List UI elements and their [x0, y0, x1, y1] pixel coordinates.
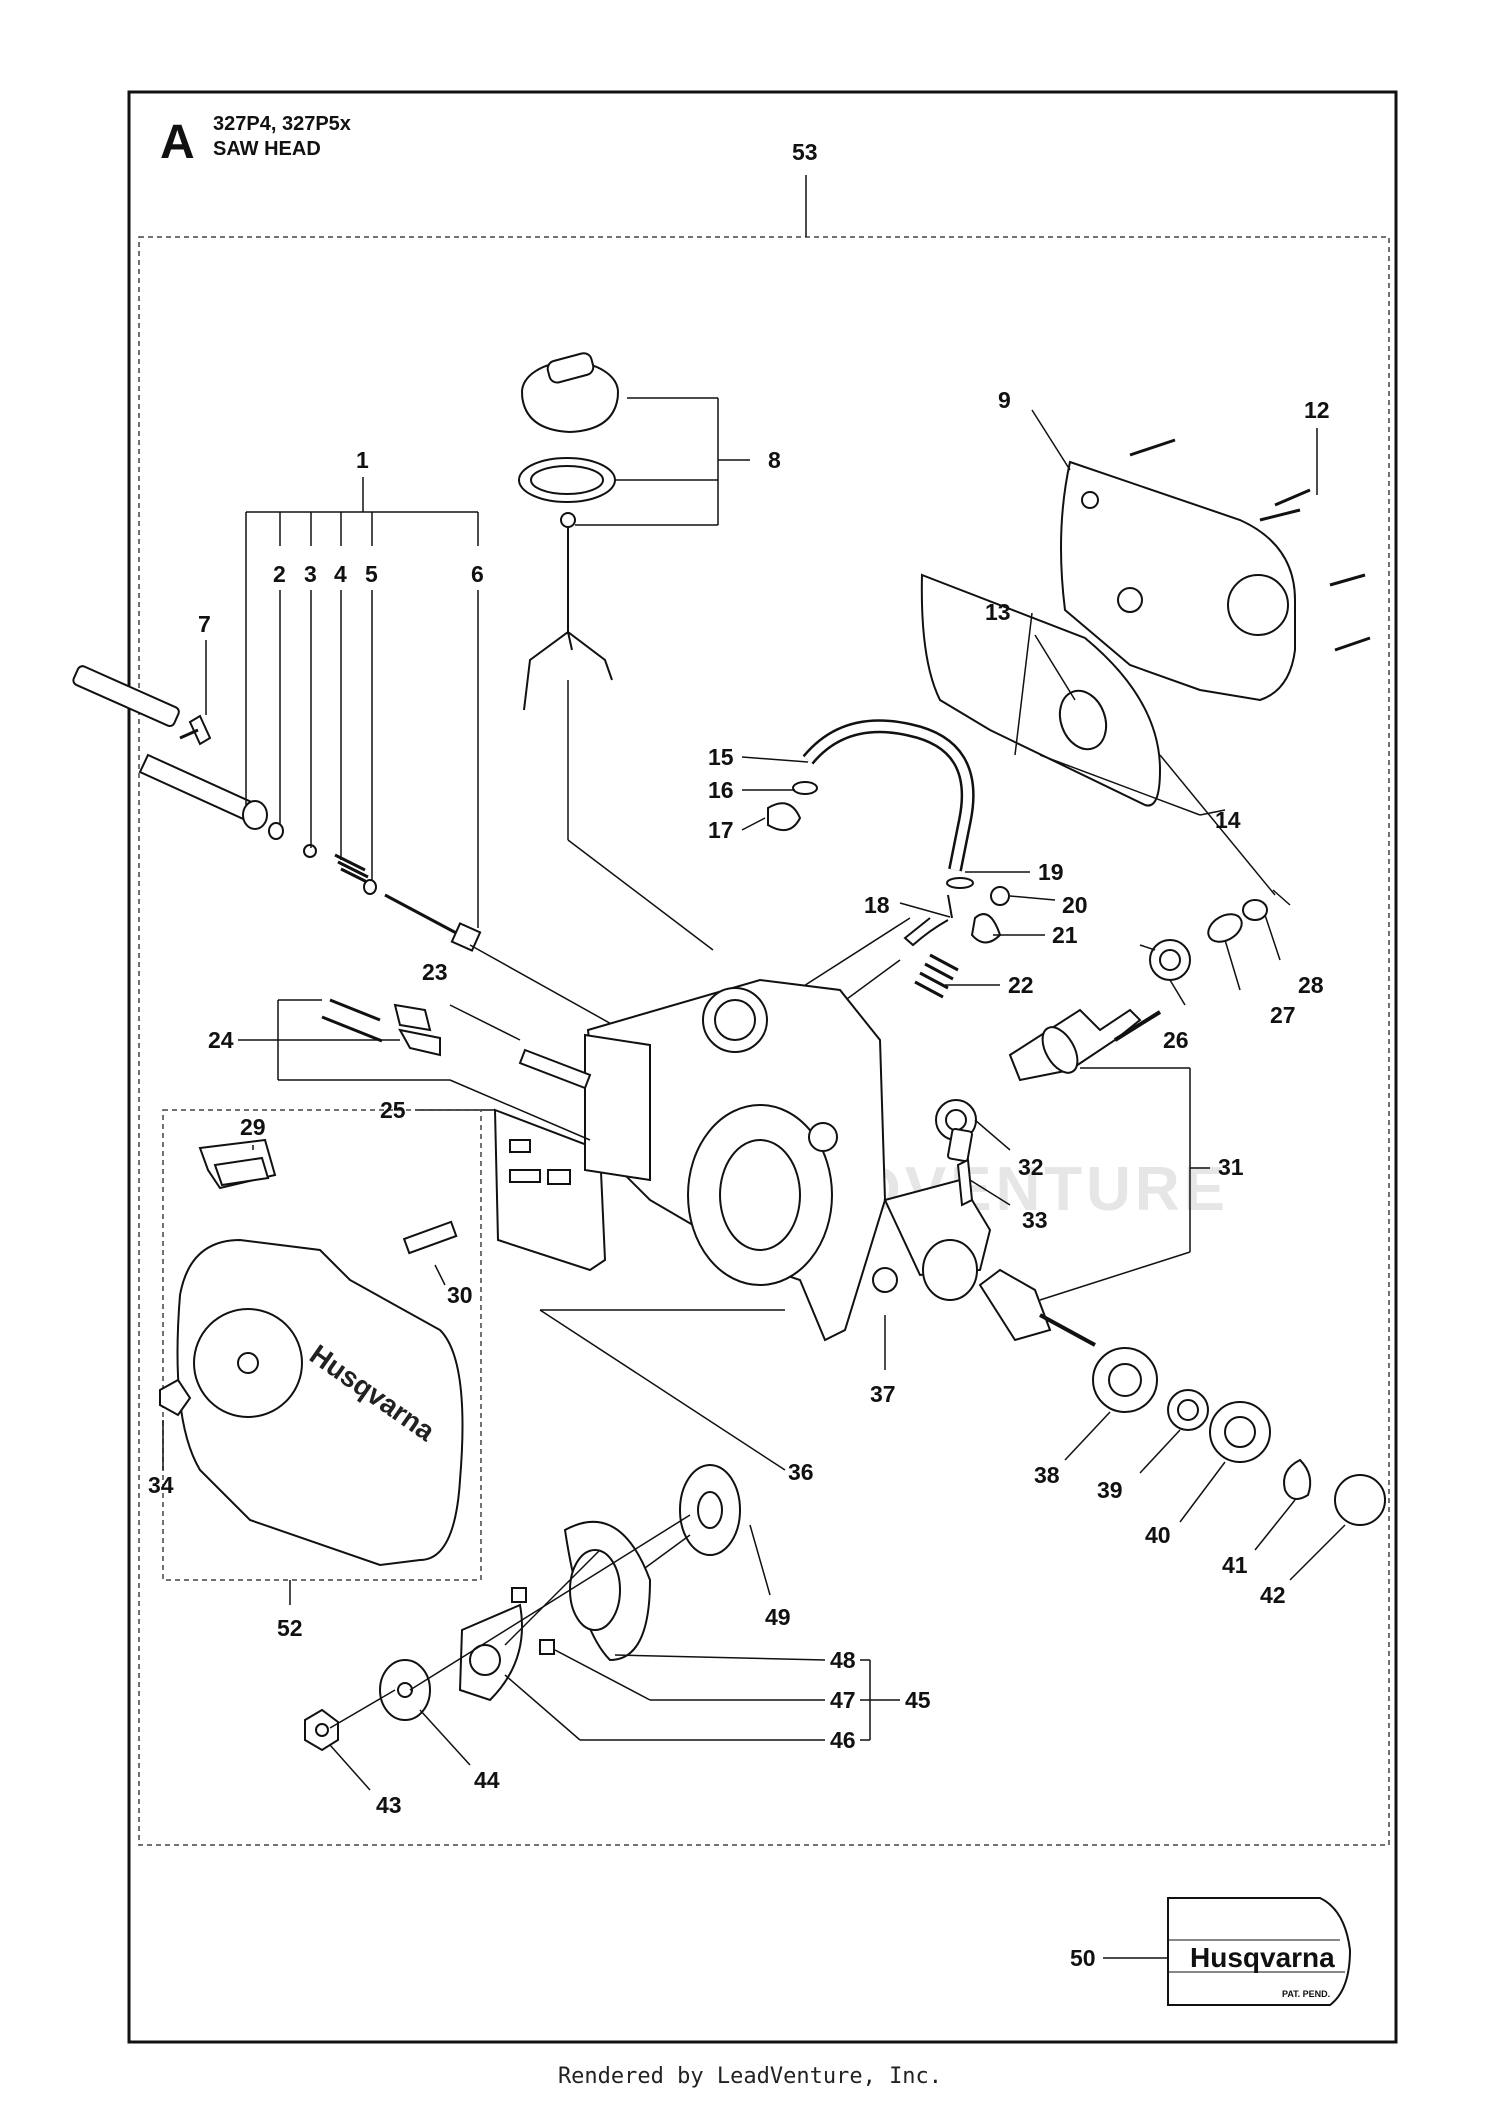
oil-cap-assembly — [518, 352, 619, 711]
assembly-boundary-53 — [138, 236, 1390, 1846]
callout-19: 19 — [1038, 859, 1064, 885]
shaft-bearings — [935, 899, 1268, 1207]
kit-boundary-52 — [162, 1109, 482, 1581]
callout-34: 34 — [148, 1472, 174, 1498]
callout-1: 1 — [356, 447, 369, 473]
callout-9: 9 — [998, 387, 1011, 413]
callout-17: 17 — [708, 817, 734, 843]
callout-39: 39 — [1097, 1477, 1123, 1503]
callout-50: 50 — [1070, 1945, 1096, 1971]
output-shaft — [978, 1268, 1386, 1526]
callout-15: 15 — [708, 744, 734, 770]
callout-labels: 53 1 2 3 4 5 6 7 8 9 12 13 14 15 16 17 1… — [148, 139, 1330, 1971]
callout-5: 5 — [365, 561, 378, 587]
callout-21: 21 — [1052, 922, 1078, 948]
callout-53: 53 — [792, 139, 818, 165]
callout-18: 18 — [864, 892, 890, 918]
callout-24: 24 — [208, 1027, 234, 1053]
callout-16: 16 — [708, 777, 734, 803]
callout-38: 38 — [1034, 1462, 1060, 1488]
decal-50: Husqvarna PAT. PEND. — [1167, 1897, 1352, 2006]
callout-14: 14 — [1215, 807, 1241, 833]
callout-2: 2 — [273, 561, 286, 587]
callout-25: 25 — [380, 1097, 406, 1123]
callout-32: 32 — [1018, 1154, 1044, 1180]
decal-brand-text: Husqvarna — [1190, 1942, 1335, 1973]
callout-4: 4 — [334, 561, 347, 587]
footer-credit: Rendered by LeadVenture, Inc. — [557, 2064, 943, 2089]
callout-8: 8 — [768, 447, 781, 473]
gear-cover — [1060, 460, 1296, 702]
outer-frame — [127, 90, 1398, 2044]
callout-12: 12 — [1304, 397, 1330, 423]
oil-hose-assembly — [767, 719, 1010, 999]
callout-45: 45 — [905, 1687, 931, 1713]
callout-52: 52 — [277, 1615, 303, 1641]
callout-30: 30 — [447, 1282, 473, 1308]
callout-33: 33 — [1022, 1207, 1048, 1233]
callout-23: 23 — [422, 959, 448, 985]
decal-patent-text: PAT. PEND. — [1282, 1989, 1330, 1999]
callout-28: 28 — [1298, 972, 1324, 998]
callout-36: 36 — [788, 1459, 814, 1485]
callout-26: 26 — [1163, 1027, 1189, 1053]
callout-3: 3 — [304, 561, 317, 587]
clutch-cover — [159, 1138, 464, 1567]
callout-42: 42 — [1260, 1582, 1286, 1608]
callout-7: 7 — [198, 611, 211, 637]
model-numbers: 327P4, 327P5x — [213, 113, 351, 135]
callout-41: 41 — [1222, 1552, 1248, 1578]
callout-47: 47 — [830, 1687, 856, 1713]
section-letter: A — [160, 116, 195, 169]
callout-49: 49 — [765, 1604, 791, 1630]
callout-40: 40 — [1145, 1522, 1171, 1548]
callout-46: 46 — [830, 1727, 856, 1753]
callout-20: 20 — [1062, 892, 1088, 918]
callout-48: 48 — [830, 1647, 856, 1673]
callout-37: 37 — [870, 1381, 896, 1407]
callout-6: 6 — [471, 561, 484, 587]
callout-13: 13 — [985, 599, 1011, 625]
callout-29: 29 — [240, 1114, 266, 1140]
callout-31: 31 — [1218, 1154, 1244, 1180]
gear-housing — [321, 978, 992, 1342]
diagram-title: SAW HEAD — [213, 138, 321, 160]
callout-44: 44 — [474, 1767, 500, 1793]
callout-27: 27 — [1270, 1002, 1296, 1028]
callout-22: 22 — [1008, 972, 1034, 998]
drive-shaft-assembly — [72, 665, 482, 952]
callout-43: 43 — [376, 1792, 402, 1818]
